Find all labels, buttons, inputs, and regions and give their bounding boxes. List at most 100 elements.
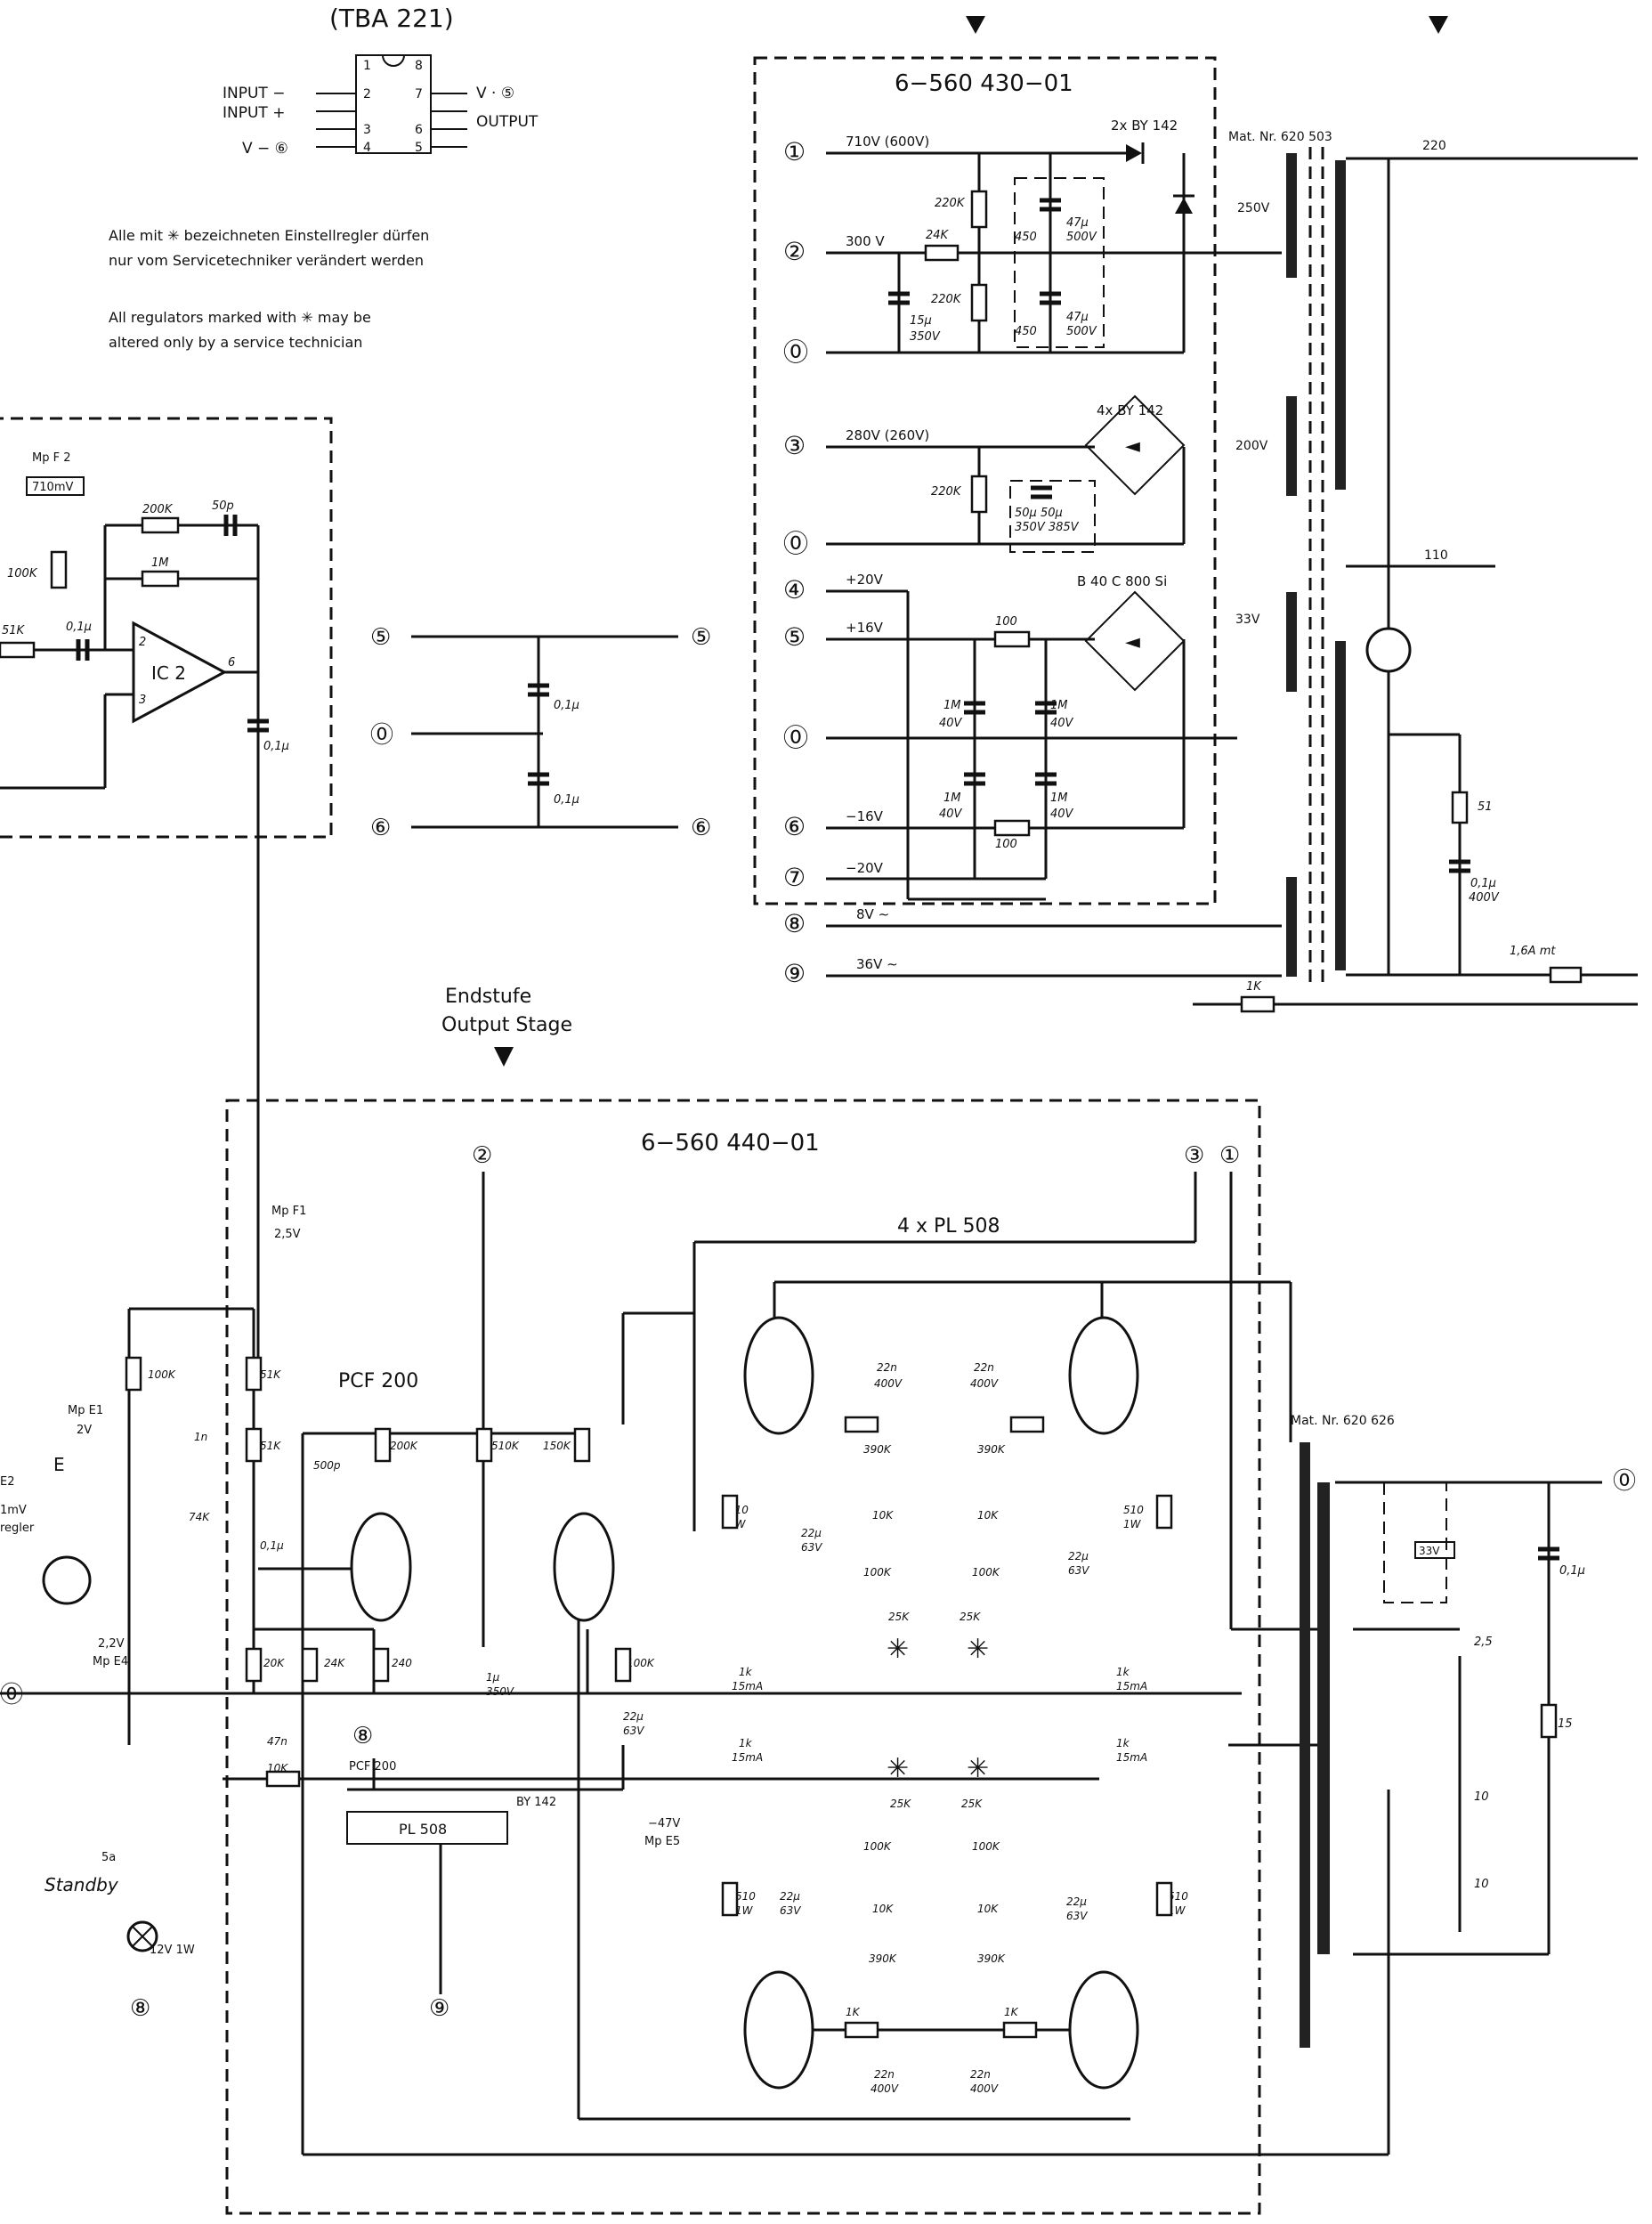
part-label: 100K: [972, 1566, 1000, 1579]
part-label: 390K: [977, 1443, 1006, 1456]
part-label: 40V: [939, 717, 963, 730]
voltage-label: 8V ∼: [856, 906, 889, 922]
part-label: 1K: [846, 2006, 861, 2018]
ic-v-plus: V · ⑤: [476, 85, 514, 102]
terminal: ⑤: [691, 624, 711, 651]
part-label: 40V: [1050, 808, 1074, 821]
part-label: 450: [1015, 325, 1037, 338]
part-label: 15mA: [1116, 1751, 1147, 1764]
part-label: 15µ: [910, 314, 932, 328]
part-label: 510: [1168, 1890, 1188, 1903]
terminal: ⑦: [783, 863, 806, 892]
part-label: 200K: [390, 1440, 418, 1452]
part-label: 400V: [1469, 891, 1500, 905]
part-label: 63V: [780, 1904, 801, 1917]
part-label: 1k: [1116, 1737, 1130, 1749]
output-board-label: 6−560 440−01: [641, 1130, 820, 1157]
part-label: 24K: [324, 1657, 345, 1669]
part-label: 1M: [1050, 699, 1068, 712]
part-label: 22n: [970, 2068, 991, 2081]
part-label: 100: [995, 838, 1017, 851]
terminal: ⑤: [783, 622, 806, 652]
svg-text:◄: ◄: [1125, 631, 1140, 653]
part-label: 50µ 50µ: [1015, 507, 1063, 520]
part-label: 51: [1478, 800, 1493, 814]
note-english-1: All regulators marked with ✳ may be: [109, 309, 371, 326]
output-title-de: Endstufe: [445, 986, 531, 1008]
power-board-label: 6−560 430−01: [895, 70, 1073, 97]
note-german-2: nur vom Servicetechniker verändert werde…: [109, 252, 424, 269]
part-label: 22n: [874, 2068, 895, 2081]
pin-label: 3: [139, 694, 146, 707]
part-label: 15mA: [732, 1680, 763, 1692]
svg-text:✳: ✳: [887, 1753, 909, 1784]
part-label: 220K: [931, 485, 962, 499]
part-label: 100: [995, 615, 1017, 629]
standby-label: Standby: [45, 1874, 119, 1895]
part-label: 100K: [863, 1566, 892, 1579]
mains-tap: 110: [1424, 548, 1448, 563]
part-label: 0,1µ: [66, 621, 92, 634]
tap-label: 2,5: [1474, 1636, 1493, 1649]
note-german-1: Alle mit ✳ bezeichneten Einstellregler d…: [109, 227, 429, 244]
winding-tag: 33V: [1419, 1545, 1440, 1557]
part-label: 350V: [486, 1685, 514, 1698]
tap-label: 10: [1474, 1878, 1489, 1891]
power-transformer: Mat. Nr. 620 503 250V 200V 33V 220 110: [1193, 130, 1638, 1013]
terminal: ②: [783, 237, 806, 266]
note-english-2: altered only by a service technician: [109, 334, 362, 351]
e2-label: E2: [0, 1475, 15, 1489]
output-transformer-label: Mat. Nr. 620 626: [1291, 1414, 1395, 1428]
part-label: 22µ: [1068, 1550, 1089, 1562]
mp-e1-value: 2V: [77, 1424, 92, 1437]
part-label: 500V: [1066, 325, 1097, 338]
ic-pin: 4: [363, 141, 371, 155]
part-label: 510K: [491, 1440, 520, 1452]
part-label: 22µ: [623, 1710, 644, 1723]
pin-label: 6: [228, 656, 235, 670]
part-label: 100K: [7, 567, 38, 580]
heater-pl-label: PL 508: [399, 1821, 447, 1838]
mp-e4: Mp E4: [93, 1655, 128, 1668]
part-label: 450: [1015, 231, 1037, 244]
part-label: 220K: [931, 293, 962, 306]
rectifier-label: B 40 C 800 Si: [1077, 573, 1167, 589]
power-section-board: 6−560 430−01 ① ② ⓪ ③ ⓪ ④ ⑤ ⓪ ⑥ ⑦ ⑧ ⑨: [753, 56, 1282, 988]
part-label: 40V: [939, 808, 963, 821]
terminal: ⑥: [783, 812, 806, 841]
terminal: ⓪: [783, 529, 808, 558]
terminal: ⑧: [783, 909, 806, 938]
lamp-label: 12V 1W: [150, 1944, 195, 1957]
part-label: 25K: [961, 1798, 983, 1810]
part-label: 47n: [267, 1735, 287, 1748]
mains-tap: 220: [1422, 139, 1446, 153]
part-label: 240: [392, 1657, 412, 1669]
part-label: 1M: [943, 699, 961, 712]
terminal: ⑨: [429, 1995, 449, 2022]
terminal: ⓪: [783, 723, 808, 752]
part-label: 1k: [1116, 1666, 1130, 1678]
ic-input-plus: INPUT +: [223, 104, 285, 122]
ic-pin: 6: [415, 123, 423, 137]
part-label: 100K: [863, 1840, 892, 1853]
svg-text:✳: ✳: [887, 1634, 909, 1665]
terminal: ⓪: [0, 1682, 23, 1709]
voltage-label: +16V: [846, 620, 884, 636]
part-label: 1M: [1050, 791, 1068, 805]
terminal: ⑧: [130, 1995, 150, 2022]
terminal: ①: [783, 137, 806, 166]
part-label: 100K: [972, 1840, 1000, 1853]
ic-pin: 8: [415, 59, 423, 73]
part-label: 40V: [1050, 717, 1074, 730]
ic-pinout: (TBA 221) 1 2 3 4 8 7 6 5 INPUT − INPUT …: [223, 4, 539, 158]
part-label: 25K: [888, 1611, 910, 1623]
winding-label: 33V: [1235, 613, 1260, 627]
part-label: 0,1µ: [260, 1539, 284, 1552]
part-label: 1K: [1246, 980, 1262, 994]
part-label: 22n: [877, 1361, 897, 1374]
tap-label: 10: [1474, 1790, 1489, 1804]
part-label: 15mA: [1116, 1680, 1147, 1692]
part-label: 500V: [1066, 231, 1097, 244]
cap-label: 0,1µ: [554, 793, 579, 807]
part-label: 400V: [970, 2082, 999, 2095]
